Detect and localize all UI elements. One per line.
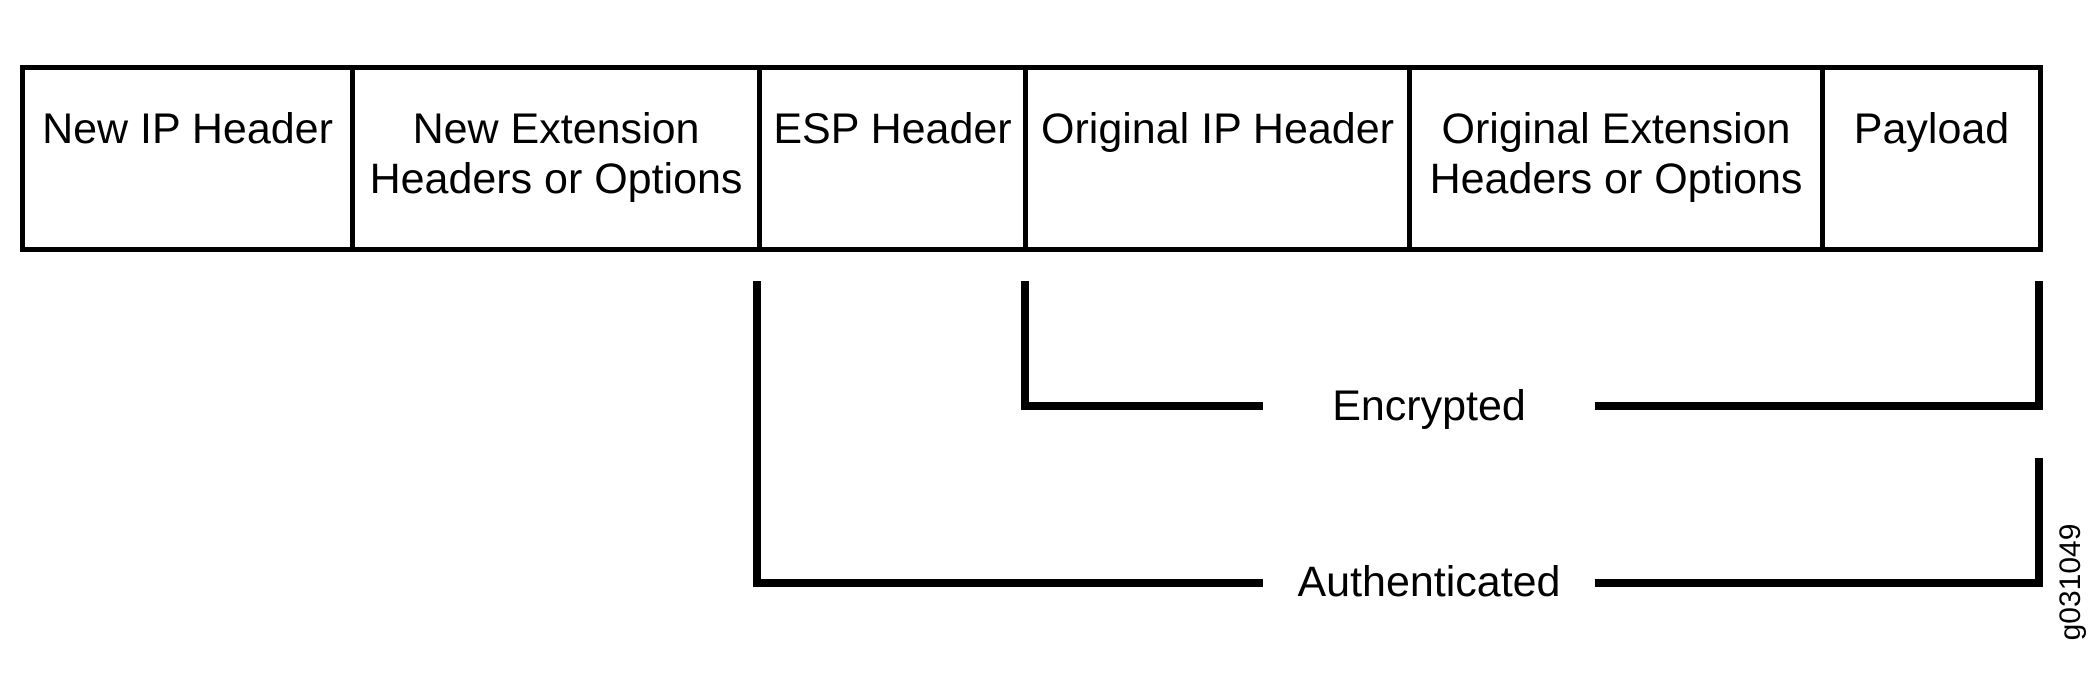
encrypted-label: Encrypted xyxy=(1332,382,1526,430)
figure-id: g031049 xyxy=(2054,523,2087,641)
authenticated-bracket-right-vertical-line xyxy=(2035,458,2043,587)
authenticated-bracket-right-horizontal-line xyxy=(1595,579,2043,587)
encrypted-bracket-left-horizontal-line xyxy=(1021,402,1263,410)
field-label-new-extension-headers: New Extension Headers or Options xyxy=(369,105,743,203)
field-new-extension-headers: New Extension Headers or Options xyxy=(350,70,757,247)
field-label-original-extension-headers: Original Extension Headers or Options xyxy=(1429,105,1803,203)
field-label-payload: Payload xyxy=(1853,105,2010,153)
field-payload: Payload xyxy=(1820,70,2038,247)
authenticated-label: Authenticated xyxy=(1297,558,1561,606)
field-label-esp-header: ESP Header xyxy=(773,105,1012,153)
encrypted-bracket-right-vertical-line xyxy=(2035,281,2043,410)
encrypted-bracket-right-horizontal-line xyxy=(1595,402,2043,410)
field-label-new-ip-header: New IP Header xyxy=(42,105,333,153)
field-original-extension-headers: Original Extension Headers or Options xyxy=(1407,70,1820,247)
field-new-ip-header: New IP Header xyxy=(25,70,350,247)
field-original-ip-header: Original IP Header xyxy=(1023,70,1407,247)
authenticated-bracket-left-horizontal-line xyxy=(753,579,1263,587)
field-label-original-ip-header: Original IP Header xyxy=(1041,105,1394,153)
field-esp-header: ESP Header xyxy=(757,70,1023,247)
encrypted-bracket-left-vertical-line xyxy=(1021,281,1029,410)
authenticated-bracket-left-vertical-line xyxy=(753,281,761,587)
packet-structure-table: New IP Header New Extension Headers or O… xyxy=(20,65,2043,252)
